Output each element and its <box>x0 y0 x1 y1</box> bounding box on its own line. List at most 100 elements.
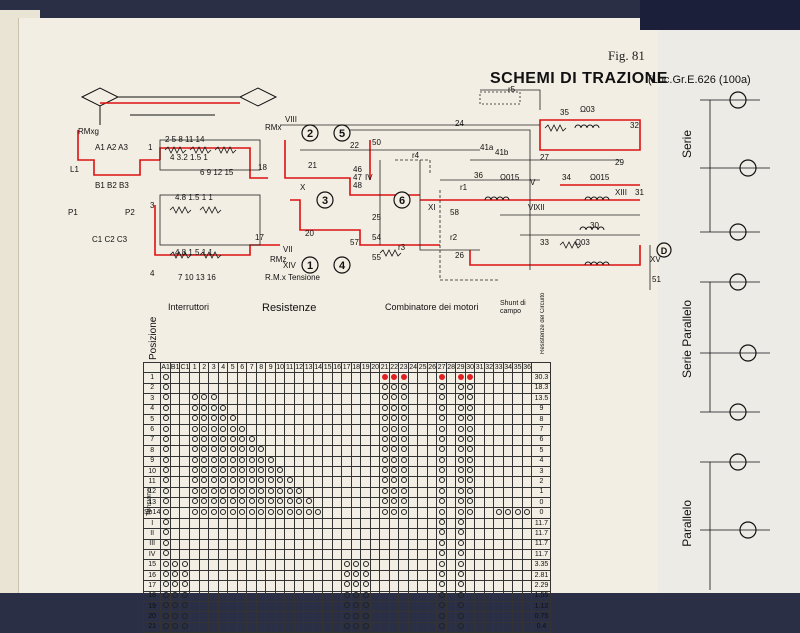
state-cell <box>512 497 523 509</box>
closed-contact <box>181 622 188 629</box>
state-cell <box>483 538 495 551</box>
state-cell <box>388 517 400 530</box>
state-cell <box>474 393 485 405</box>
state-cell <box>493 476 504 488</box>
resistenza-col-header: 1 <box>189 361 200 374</box>
state-cell <box>322 580 333 592</box>
svg-text:4 3.2 1.5 1: 4 3.2 1.5 1 <box>170 153 208 162</box>
closed-contact <box>162 539 169 546</box>
combinatore-col-header: 22 <box>388 361 400 374</box>
circuit-resistance-cell: 11.7 <box>531 517 552 530</box>
state-cell <box>274 549 286 561</box>
state-cell <box>474 621 485 633</box>
closed-contact <box>467 394 474 401</box>
state-cell <box>360 486 371 499</box>
state-cell <box>293 569 305 582</box>
state-cell <box>293 413 305 426</box>
diagram-title: SCHEMI DI TRAZIONE <box>490 70 668 87</box>
circuit-resistance-cell: 0.75 <box>531 611 552 623</box>
state-cell <box>265 382 276 395</box>
state-cell <box>474 538 485 551</box>
circuit-resistance-cell: 0 <box>531 507 552 519</box>
state-cell <box>436 507 447 519</box>
svg-text:47: 47 <box>353 173 362 182</box>
state-cell <box>322 382 333 395</box>
state-cell <box>246 600 257 613</box>
state-cell <box>303 465 314 478</box>
state-cell <box>493 559 504 571</box>
state-cell <box>493 538 504 551</box>
state-cell <box>322 621 333 633</box>
state-cell <box>407 497 419 509</box>
closed-contact <box>220 415 227 422</box>
state-cell <box>217 611 229 623</box>
state-cell <box>445 497 457 509</box>
state-cell <box>303 413 314 426</box>
state-cell <box>217 434 229 447</box>
state-cell <box>312 507 324 519</box>
circuit-resistance-cell: 2.81 <box>531 569 552 582</box>
state-cell <box>388 455 400 467</box>
diagram-subtitle: (Loc.Gr.E.626 (100a) <box>648 74 751 86</box>
state-cell <box>407 580 419 592</box>
closed-contact <box>229 446 236 453</box>
closed-contact <box>438 487 445 494</box>
closed-contact <box>248 487 255 494</box>
closed-contact <box>239 487 246 494</box>
state-cell <box>483 600 495 613</box>
state-cell <box>274 434 286 447</box>
closed-contact <box>391 404 398 411</box>
state-cell <box>502 445 514 457</box>
state-cell <box>436 424 447 436</box>
closed-contact <box>172 581 179 588</box>
closed-contact <box>457 487 464 494</box>
closed-contact <box>162 612 169 619</box>
state-cell <box>436 569 447 582</box>
state-cell <box>417 549 428 561</box>
state-cell <box>455 424 466 436</box>
state-cell <box>208 549 219 561</box>
closed-contact <box>172 571 179 577</box>
state-cell <box>265 611 276 623</box>
state-cell <box>312 611 324 623</box>
state-cell <box>189 538 200 551</box>
closed-contact <box>229 477 236 484</box>
state-cell <box>426 507 438 519</box>
state-cell <box>360 580 371 592</box>
state-cell <box>255 549 267 561</box>
state-cell <box>284 486 295 499</box>
state-cell <box>236 611 248 623</box>
circuit-resistance-cell: 9 <box>531 403 552 415</box>
position-cell: 20 <box>142 611 162 623</box>
state-cell <box>208 528 219 540</box>
state-cell <box>265 507 276 519</box>
state-cell <box>521 465 533 478</box>
state-cell <box>169 476 181 488</box>
state-cell <box>360 403 371 415</box>
state-cell <box>303 538 314 551</box>
state-cell <box>169 569 181 582</box>
state-cell <box>227 600 238 613</box>
state-cell <box>236 486 248 499</box>
res-col-header <box>531 361 552 374</box>
closed-contact <box>191 467 198 474</box>
closed-contact <box>181 612 188 619</box>
state-cell <box>236 559 248 571</box>
state-cell <box>293 600 305 613</box>
circuit-resistance-cell: 11.7 <box>531 549 552 561</box>
closed-contact <box>467 508 474 515</box>
closed-contact <box>286 498 293 505</box>
state-cell <box>502 455 514 467</box>
position-cell: 8 <box>142 445 162 457</box>
state-cell <box>436 621 447 633</box>
closed-contact <box>400 467 407 474</box>
state-cell <box>398 549 409 561</box>
closed-contact <box>286 508 293 515</box>
state-cell <box>483 413 495 426</box>
state-cell <box>388 382 400 395</box>
resistenze-circuito-header: Resistenze del Circuito <box>540 292 546 354</box>
state-cell <box>189 372 200 384</box>
